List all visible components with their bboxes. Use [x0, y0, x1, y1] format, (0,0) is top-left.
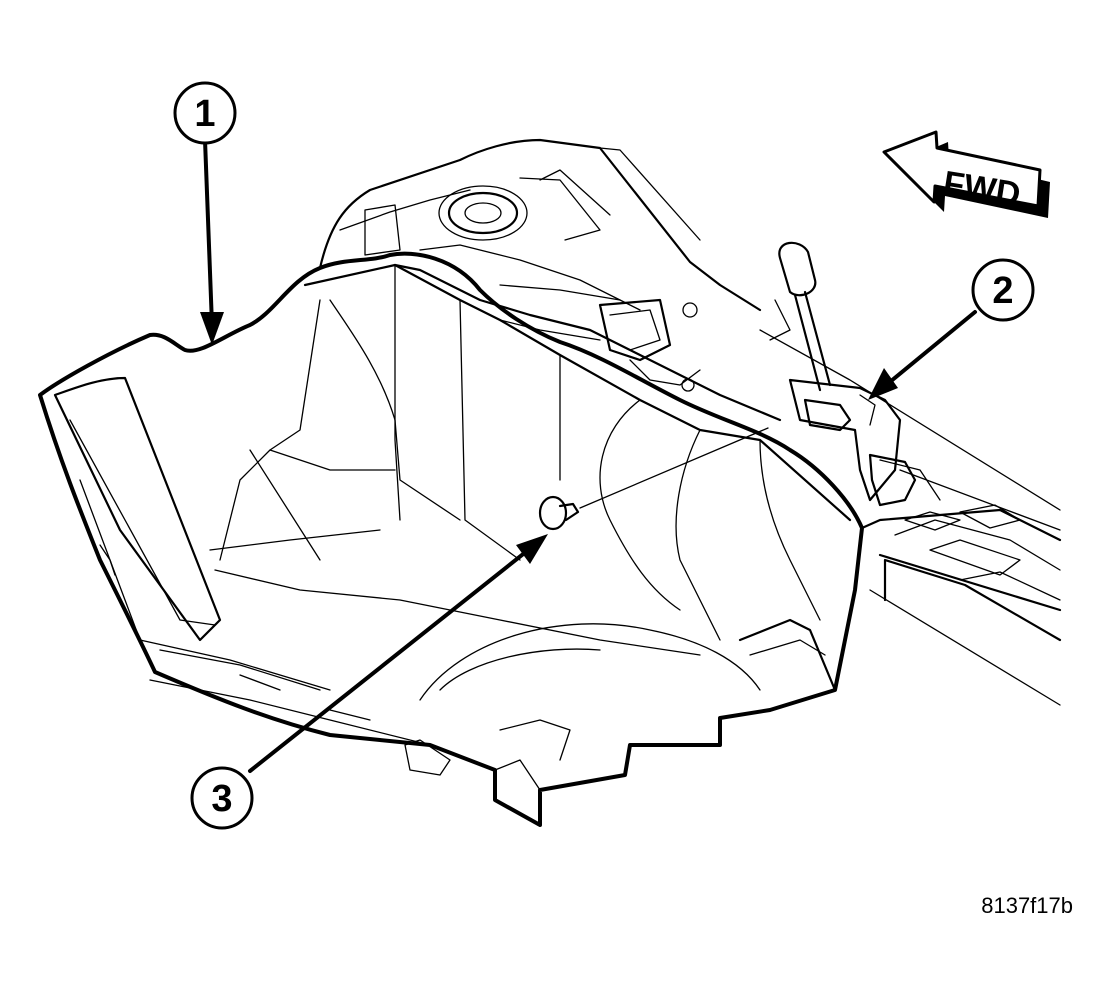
leader-arrows: [200, 138, 977, 773]
callout-2: 2: [971, 258, 1035, 322]
callout-3: 3: [190, 766, 254, 830]
callout-3-label: 3: [211, 778, 232, 820]
rear-floor-drawing: [318, 138, 762, 392]
figure-id: 8137f17b: [981, 893, 1073, 918]
callout-1-label: 1: [194, 93, 215, 135]
shifter-assembly-drawing: [769, 241, 917, 507]
fwd-direction-arrow: FWD: [882, 130, 1050, 218]
carpet-drawing: [38, 251, 864, 827]
floor-tunnel-drawing: [759, 329, 1062, 706]
push-pin-retainer-drawing: [538, 427, 769, 531]
callout-1: 1: [173, 81, 237, 145]
callout-2-label: 2: [992, 270, 1013, 312]
